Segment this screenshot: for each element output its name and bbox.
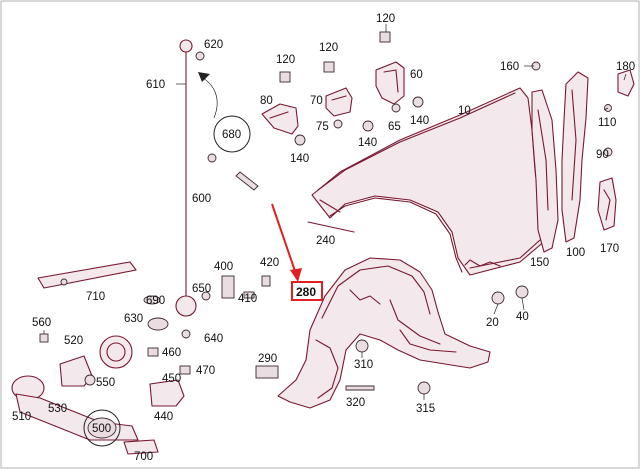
label-315[interactable]: 315: [416, 403, 435, 415]
label-450[interactable]: 450: [162, 373, 181, 385]
rod-600-part[interactable]: [175, 39, 197, 317]
label-610[interactable]: 610: [146, 79, 165, 91]
label-90[interactable]: 90: [596, 149, 609, 161]
bracket-60-part[interactable]: [375, 61, 405, 105]
label-420[interactable]: 420: [260, 257, 279, 269]
label-20[interactable]: 20: [486, 317, 499, 329]
highlight-box: [291, 281, 323, 301]
bracket-170-part[interactable]: [597, 177, 617, 231]
label-690[interactable]: 690: [146, 295, 165, 307]
label-290[interactable]: 290: [258, 353, 277, 365]
label-60[interactable]: 60: [410, 69, 423, 81]
part-labels: 120 120 120 620 610 80 70 75 60 65 140 1…: [12, 13, 635, 463]
label-65[interactable]: 65: [388, 121, 401, 133]
label-160[interactable]: 160: [500, 61, 519, 73]
label-700[interactable]: 700: [134, 451, 153, 463]
label-140a[interactable]: 140: [410, 115, 429, 127]
label-520[interactable]: 520: [64, 335, 83, 347]
label-40[interactable]: 40: [516, 311, 529, 323]
label-500[interactable]: 500: [92, 423, 111, 435]
curved-arrow-680: [199, 75, 218, 119]
label-150[interactable]: 150: [530, 257, 549, 269]
label-530[interactable]: 530: [48, 403, 67, 415]
label-120c[interactable]: 120: [319, 42, 338, 54]
label-120b[interactable]: 120: [276, 54, 295, 66]
label-470[interactable]: 470: [196, 365, 215, 377]
label-75[interactable]: 75: [316, 121, 329, 133]
label-630[interactable]: 630: [124, 313, 143, 325]
label-410[interactable]: 410: [238, 293, 257, 305]
label-100[interactable]: 100: [566, 247, 585, 259]
strip-100-part[interactable]: [561, 71, 589, 243]
bracket-70-part[interactable]: [325, 87, 353, 117]
label-650[interactable]: 650: [192, 283, 211, 295]
callout-circle-680: [213, 115, 251, 153]
leader-lines: [43, 24, 627, 400]
label-180[interactable]: 180: [616, 61, 635, 73]
curved-arrow-head: [198, 72, 210, 82]
label-440[interactable]: 440: [154, 411, 173, 423]
hardware-items: [11, 31, 613, 455]
label-120a[interactable]: 120: [376, 13, 395, 25]
label-710[interactable]: 710: [86, 291, 105, 303]
fender-part[interactable]: [311, 87, 547, 276]
label-10[interactable]: 10: [458, 105, 471, 117]
label-680[interactable]: 680: [222, 129, 241, 141]
label-310[interactable]: 310: [354, 359, 373, 371]
label-600[interactable]: 600: [192, 193, 211, 205]
label-80[interactable]: 80: [260, 95, 273, 107]
bracket-80-part[interactable]: [261, 103, 299, 135]
label-280[interactable]: 280: [296, 285, 316, 299]
label-400[interactable]: 400: [214, 261, 233, 273]
label-170[interactable]: 170: [600, 243, 619, 255]
label-320[interactable]: 320: [346, 397, 365, 409]
clip-180-part[interactable]: [617, 69, 635, 97]
strip-150-part[interactable]: [531, 89, 559, 253]
label-240[interactable]: 240: [316, 235, 335, 247]
label-460[interactable]: 460: [162, 347, 181, 359]
label-140b[interactable]: 140: [358, 137, 377, 149]
label-510[interactable]: 510: [12, 411, 31, 423]
callout-circle-500: [83, 409, 121, 447]
label-110[interactable]: 110: [598, 117, 616, 129]
fender-liner-part[interactable]: [277, 257, 491, 409]
highlight-arrow: [271, 203, 302, 282]
label-70[interactable]: 70: [310, 95, 323, 107]
label-140c[interactable]: 140: [290, 153, 309, 165]
label-560[interactable]: 560: [32, 317, 51, 329]
label-550[interactable]: 550: [96, 377, 115, 389]
label-640[interactable]: 640: [204, 333, 223, 345]
label-620[interactable]: 620: [204, 39, 223, 51]
